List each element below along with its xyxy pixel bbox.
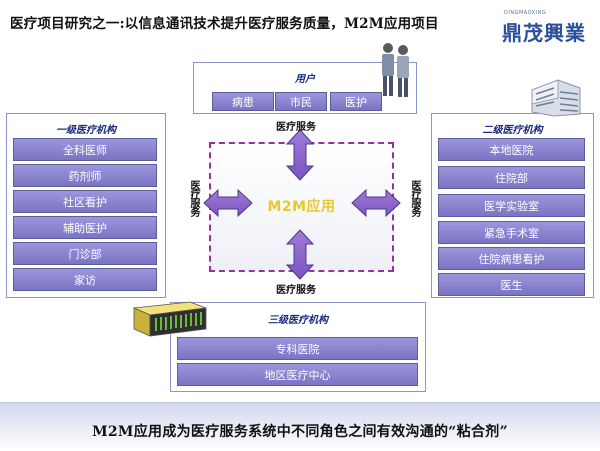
bottom-arrow-label: 医疗服务 bbox=[276, 285, 316, 296]
left-arrow-label: 医疗服务 bbox=[188, 180, 199, 216]
hospital-building-icon bbox=[531, 79, 581, 117]
secondary-item-doctor: 医生 bbox=[438, 273, 585, 296]
logo-small-text: DINGMAOXING bbox=[504, 10, 547, 16]
secondary-item-inpatient-care: 住院病患看护 bbox=[438, 247, 585, 270]
primary-item-community-care: 社区看护 bbox=[13, 190, 157, 213]
top-arrow-label: 医疗服务 bbox=[276, 122, 316, 133]
user-item-citizen: 市民 bbox=[275, 92, 327, 111]
primary-institutions-label: 一级医疗机构 bbox=[56, 125, 116, 136]
user-item-medical-staff: 医护 bbox=[330, 92, 382, 111]
primary-item-outpatient: 门诊部 bbox=[13, 242, 157, 265]
company-logo: DINGMAOXING 鼎茂興業 bbox=[498, 8, 594, 48]
server-rack-icon bbox=[132, 301, 207, 337]
primary-item-general-practitioner: 全科医师 bbox=[13, 138, 157, 161]
right-double-arrow bbox=[351, 188, 401, 218]
secondary-institutions-label: 二级医疗机构 bbox=[482, 125, 543, 136]
right-arrow-label: 医疗服务 bbox=[409, 180, 420, 216]
tertiary-item-specialist-hospital: 专科医院 bbox=[177, 337, 418, 360]
people-icon bbox=[382, 43, 409, 97]
secondary-item-medical-lab: 医学实验室 bbox=[438, 194, 585, 217]
logo-main-text: 鼎茂興業 bbox=[502, 21, 586, 45]
secondary-item-local-hospital: 本地医院 bbox=[438, 138, 585, 161]
bottom-double-arrow bbox=[285, 229, 315, 280]
footer-banner: M2M应用成为医疗服务系统中不同角色之间有效沟通的“粘合剂” bbox=[0, 402, 600, 451]
tertiary-institutions-label: 三级医疗机构 bbox=[268, 315, 328, 326]
secondary-item-inpatient: 住院部 bbox=[438, 166, 585, 189]
primary-item-pharmacist: 药剂师 bbox=[13, 164, 157, 187]
page-title: 医疗项目研究之一:以信息通讯技术提升医疗服务质量，M2M应用项目 bbox=[10, 16, 439, 32]
primary-item-home-visit: 家访 bbox=[13, 268, 157, 291]
footer-text: M2M应用成为医疗服务系统中不同角色之间有效沟通的“粘合剂” bbox=[92, 424, 508, 440]
tertiary-item-regional-medical-center: 地区医疗中心 bbox=[177, 363, 418, 386]
user-item-patient: 病患 bbox=[212, 92, 274, 111]
users-group-label: 用户 bbox=[295, 74, 315, 85]
m2m-application-label: M2M应用 bbox=[267, 199, 336, 215]
primary-item-auxiliary-care: 辅助医护 bbox=[13, 216, 157, 239]
top-double-arrow bbox=[285, 129, 315, 181]
left-double-arrow bbox=[203, 188, 253, 218]
secondary-item-emergency-surgery: 紧急手术室 bbox=[438, 221, 585, 244]
